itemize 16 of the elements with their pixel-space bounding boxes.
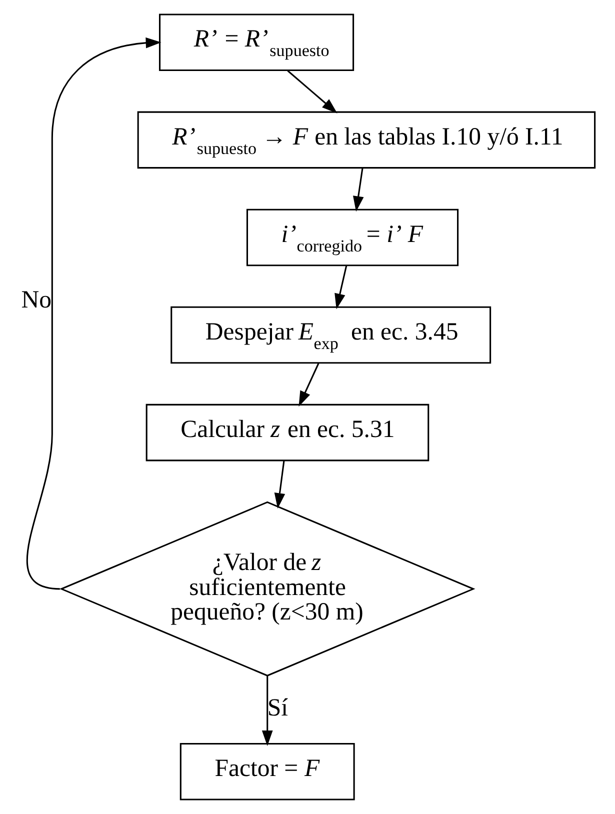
arrow bbox=[26, 37, 161, 590]
node-box: i’$_{corregido}$ = i’ F bbox=[246, 208, 458, 266]
edge-label: Sí bbox=[266, 694, 288, 722]
node-box: Despejar E$_{exp}$ en ec. 3.45 bbox=[170, 306, 491, 364]
arrow bbox=[261, 676, 272, 746]
node-box: Factor = F bbox=[179, 742, 354, 800]
arrow bbox=[274, 460, 285, 509]
node-diamond: ¿Valor de z suficientemente pequeño? (z<30 m) bbox=[58, 501, 475, 676]
arrow bbox=[298, 363, 319, 407]
arrow bbox=[286, 70, 337, 114]
node-box: Calcular z en ec. 5.31 bbox=[145, 404, 429, 462]
node-box: R’ = R’$_{supuesto}$ bbox=[158, 14, 354, 72]
arrow bbox=[334, 266, 347, 310]
arrow bbox=[352, 168, 364, 212]
node-box: R’$_{supuesto}$ → F en las tablas I.10 y/ó I.11 bbox=[136, 111, 596, 169]
edge-label: No bbox=[20, 286, 51, 314]
